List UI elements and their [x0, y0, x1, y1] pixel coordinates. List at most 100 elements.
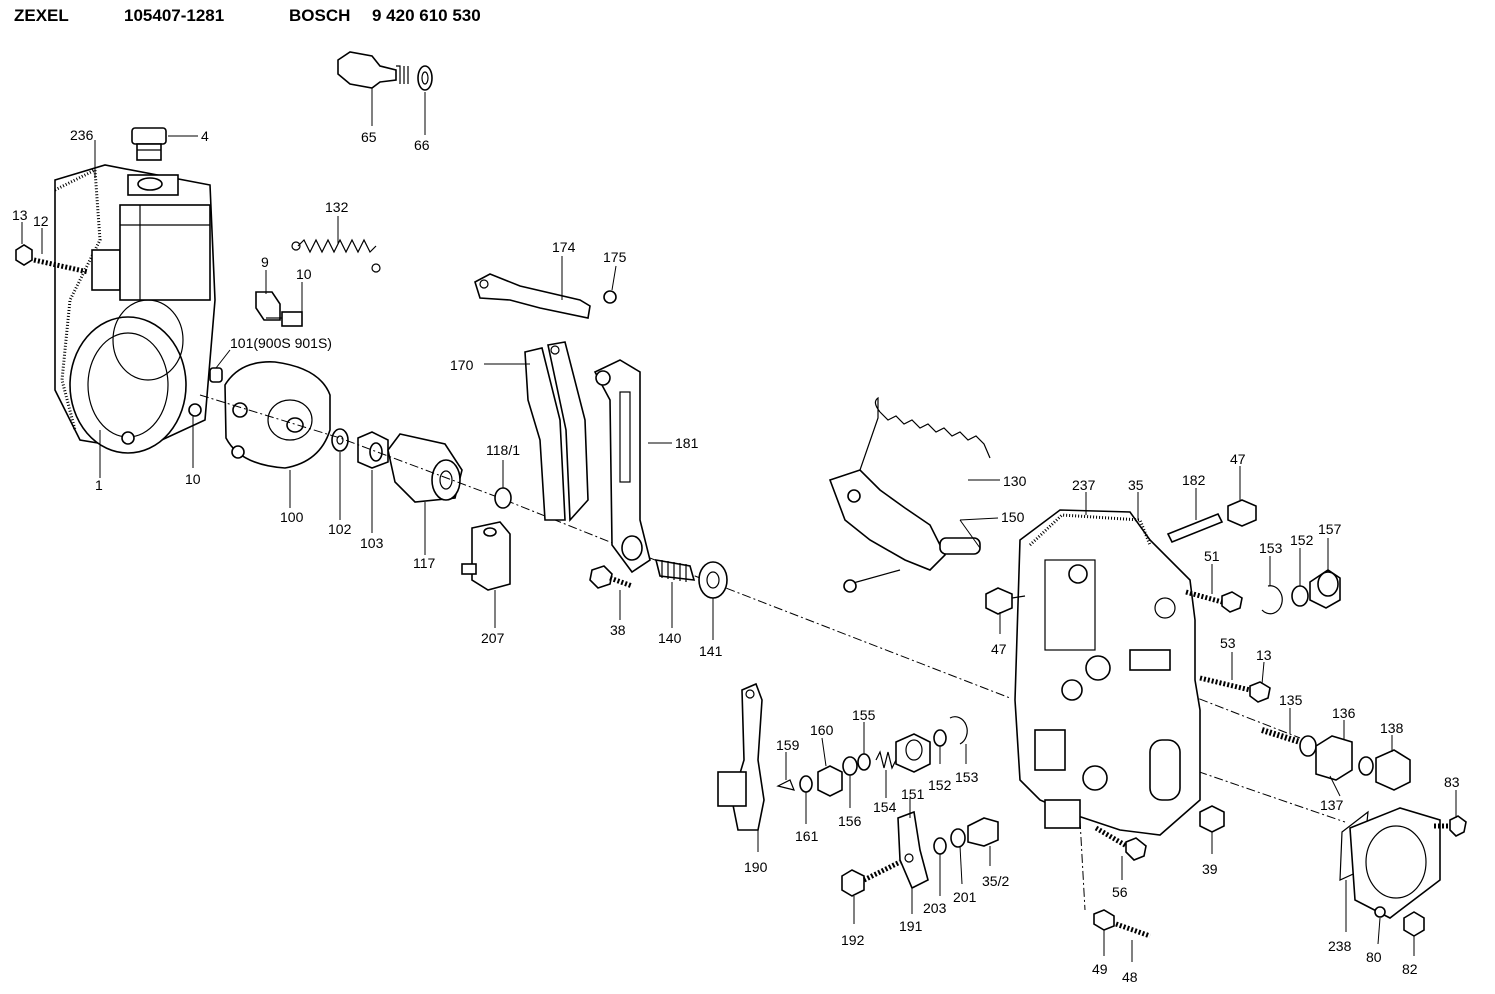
- circlip-part-153-bottom: [949, 716, 968, 745]
- label-82: 82: [1402, 961, 1418, 977]
- o-ring-part-152-top: [1291, 585, 1309, 607]
- label-191: 191: [899, 918, 923, 934]
- label-181: 181: [675, 435, 699, 451]
- label-137: 137: [1320, 797, 1344, 813]
- label-150: 150: [1001, 509, 1025, 525]
- bolt-part-12: [15, 244, 89, 275]
- bracket-part-191: [897, 810, 929, 890]
- label-159: 159: [776, 737, 800, 753]
- label-138: 138: [1380, 720, 1404, 736]
- label-141: 141: [699, 643, 723, 659]
- label-103: 103: [360, 535, 384, 551]
- screw-part-83: [1434, 815, 1467, 837]
- label-48: 48: [1122, 969, 1138, 985]
- lever-part-181: [593, 359, 651, 574]
- label-238: 238: [1328, 938, 1352, 954]
- o-ring-part-152-bottom: [933, 729, 947, 747]
- screw-part-38: [589, 565, 633, 589]
- screw-part-56: [1094, 825, 1147, 861]
- label-102: 102: [328, 521, 352, 537]
- lever-part-170: [524, 341, 589, 522]
- label-9: 9: [261, 254, 269, 270]
- label-174: 174: [552, 239, 576, 255]
- label-135: 135: [1279, 692, 1303, 708]
- label-101: 101(900S 901S): [230, 335, 332, 351]
- label-151: 151: [901, 786, 925, 802]
- label-175: 175: [603, 249, 627, 265]
- label-161: 161: [795, 828, 819, 844]
- pin-part-182: [1166, 512, 1224, 544]
- pin-part-159: [776, 779, 795, 791]
- spring-part-130: [859, 396, 991, 471]
- header-brand-zexel: ZEXEL: [14, 6, 69, 25]
- label-39: 39: [1202, 861, 1218, 877]
- label-156: 156: [838, 813, 862, 829]
- label-152-top: 152: [1290, 532, 1314, 548]
- washer-part-156: [842, 756, 858, 776]
- bushing-part-160: [817, 765, 843, 797]
- plug-part-157: [1309, 569, 1341, 609]
- washer-part-161: [799, 775, 813, 793]
- washer-part-155: [857, 753, 871, 771]
- lever-part-174: [474, 273, 591, 319]
- header-bosch-part-number: 9 420 610 530: [372, 6, 481, 25]
- sleeve-part-151: [895, 733, 931, 773]
- label-136: 136: [1332, 705, 1356, 721]
- bolt-part-47-left: [985, 587, 1026, 615]
- header-zexel-part-number: 105407-1281: [124, 6, 224, 25]
- label-237: 237: [1072, 477, 1096, 493]
- label-117: 117: [413, 555, 436, 571]
- label-157: 157: [1318, 521, 1342, 537]
- leader-lines: [21, 88, 1457, 962]
- spring-part-154: [875, 750, 897, 770]
- nut-part-39: [1199, 805, 1225, 833]
- label-38: 38: [610, 622, 626, 638]
- label-10-top: 10: [296, 266, 312, 282]
- spring-part-132: [291, 238, 381, 273]
- nut-part-141: [698, 561, 728, 599]
- cap-nut-part-138: [1375, 749, 1411, 791]
- bracket-part-150: [828, 469, 981, 593]
- label-155: 155: [852, 707, 876, 723]
- label-192: 192: [841, 932, 865, 948]
- label-160: 160: [810, 722, 834, 738]
- label-170: 170: [450, 357, 474, 373]
- label-201: 201: [953, 889, 977, 905]
- label-207: 207: [481, 630, 505, 646]
- washer-part-175: [603, 290, 617, 304]
- washer-part-137: [1358, 756, 1374, 776]
- bolt-part-47-top: [1227, 499, 1257, 527]
- screw-part-48: [1115, 921, 1151, 939]
- label-190: 190: [744, 859, 768, 875]
- screw-part-135: [1261, 727, 1317, 757]
- circlip-part-153-top: [1261, 585, 1283, 615]
- nut-part-49: [1093, 909, 1115, 931]
- label-132: 132: [325, 199, 349, 215]
- governor-housing-drawing: [54, 164, 216, 454]
- label-65: 65: [361, 129, 377, 145]
- cover-plate-part-35: [1014, 509, 1201, 836]
- label-51: 51: [1204, 548, 1220, 564]
- label-13-top: 13: [12, 207, 28, 223]
- plug-part-4: [131, 127, 167, 161]
- label-1: 1: [95, 477, 103, 493]
- label-182: 182: [1182, 472, 1206, 488]
- sleeve-part-103: [357, 431, 389, 469]
- label-4: 4: [201, 128, 209, 144]
- label-140: 140: [658, 630, 682, 646]
- lever-part-190: [717, 682, 765, 831]
- washer-part-201: [950, 828, 966, 848]
- callout-labels: 236 4 13 12 132 9 10 101(900S 901S) 1 10…: [12, 127, 1460, 985]
- drum-part-117: [387, 433, 463, 503]
- end-cover-part-80: [1349, 807, 1441, 919]
- label-83: 83: [1444, 774, 1460, 790]
- label-118-1: 118/1: [486, 442, 520, 458]
- label-49: 49: [1092, 961, 1108, 977]
- spring-part-140: [654, 558, 696, 582]
- bolt-part-192: [841, 859, 902, 897]
- header: ZEXEL 105407-1281 BOSCH 9 420 610 530: [14, 6, 481, 25]
- washer-part-118-1: [494, 487, 512, 509]
- label-35-2: 35/2: [982, 873, 1009, 889]
- screw-part-53: [1199, 675, 1271, 703]
